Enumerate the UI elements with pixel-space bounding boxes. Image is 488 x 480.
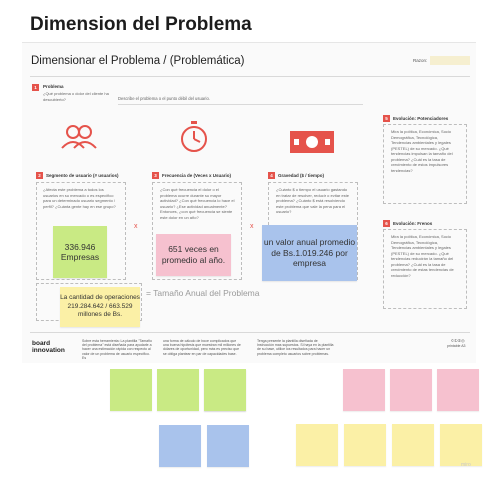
footer-info: una forma de cálculo de boce complicados…: [163, 339, 241, 356]
license-badge: ©①⑤◎: [451, 338, 465, 343]
evolution-text: Mira la política, Económica, Socio Demog…: [391, 234, 454, 278]
segment-label: Segmento de usuario (# usuarios): [46, 173, 119, 178]
footer-about: Sobre esta herramienta: La plantilla "Ta…: [82, 339, 152, 360]
sticky-note[interactable]: [344, 424, 386, 466]
evolution-text: Mira la política, Económica, Socio Demog…: [391, 129, 453, 173]
frequency-area[interactable]: [152, 182, 242, 280]
segment-questions: ¿Afecta este problema a todos los usuari…: [43, 187, 116, 209]
step-number: 6: [383, 220, 390, 227]
evolution-label: Evolución: Potenciadores: [393, 116, 449, 121]
users-icon: [60, 124, 98, 150]
severity-label: Gravedad ($ / tiempo): [278, 173, 325, 178]
money-icon: [289, 130, 335, 154]
razon-field[interactable]: [430, 56, 470, 65]
board-title: Dimensionar el Problema / (Problemática): [31, 55, 245, 67]
sticky-note[interactable]: [437, 369, 479, 411]
sticky-note[interactable]: [157, 369, 199, 411]
sticky-note[interactable]: [440, 424, 482, 466]
logo-line: board: [32, 340, 51, 347]
problem-input[interactable]: Describe el problema o el punto débil de…: [118, 96, 210, 101]
evolution-label: Evolución: Frenos: [393, 221, 433, 226]
sticky-note[interactable]: 336.946 Empresas: [53, 226, 107, 278]
step-number: 3: [152, 172, 159, 179]
sticky-note[interactable]: [343, 369, 385, 411]
sticky-note[interactable]: [159, 425, 201, 467]
annual-size-label: = Tamaño Anual del Problema: [146, 288, 260, 298]
frequency-questions: ¿Con qué frecuencia el dolor o el proble…: [160, 187, 235, 220]
footer-notes: Tenga presente la plantilla diseñada de …: [257, 339, 334, 356]
divider: [30, 76, 470, 77]
print-format: printable A3: [447, 344, 466, 348]
multiply-symbol: x: [250, 223, 254, 230]
sticky-note[interactable]: un valor anual promedio de Bs.1.019.246 …: [262, 225, 357, 281]
problem-question: ¿Qué problema o dolor del cliente ha des…: [43, 91, 109, 102]
divider: [30, 332, 470, 333]
problem-input-underline: [118, 104, 363, 105]
watermark: miro: [461, 462, 471, 468]
evolution-boosters-area[interactable]: [383, 124, 467, 204]
sticky-note[interactable]: 651 veces en promedio al año.: [156, 234, 231, 276]
sticky-note[interactable]: [296, 424, 338, 466]
evolution-brakes-area[interactable]: [383, 229, 467, 309]
sticky-note[interactable]: [390, 369, 432, 411]
step-number: 1: [32, 84, 39, 91]
stopwatch-icon: [179, 120, 209, 154]
severity-questions: ¿Cuánto $ o tiempo el usuario gastando e…: [276, 187, 349, 214]
page-title: Dimension del Problema: [30, 14, 252, 35]
problem-label: Problema: [43, 84, 64, 89]
logo-line: innovation: [32, 347, 65, 354]
step-number: 5: [383, 115, 390, 122]
razon-label: Razon:: [413, 58, 428, 63]
sticky-note[interactable]: La cantidad de operaciones 219.284.642 /…: [60, 287, 140, 327]
step-number: 4: [268, 172, 275, 179]
sticky-note[interactable]: [110, 369, 152, 411]
segment-area[interactable]: [36, 182, 126, 280]
frequency-label: Frecuencia de (Veces x Usuario): [162, 173, 232, 178]
logo: board innovation: [32, 340, 65, 354]
sticky-note[interactable]: [392, 424, 434, 466]
sticky-note[interactable]: [207, 425, 249, 467]
sticky-note[interactable]: [204, 369, 246, 411]
multiply-symbol: x: [134, 223, 138, 230]
step-number: 2: [36, 172, 43, 179]
